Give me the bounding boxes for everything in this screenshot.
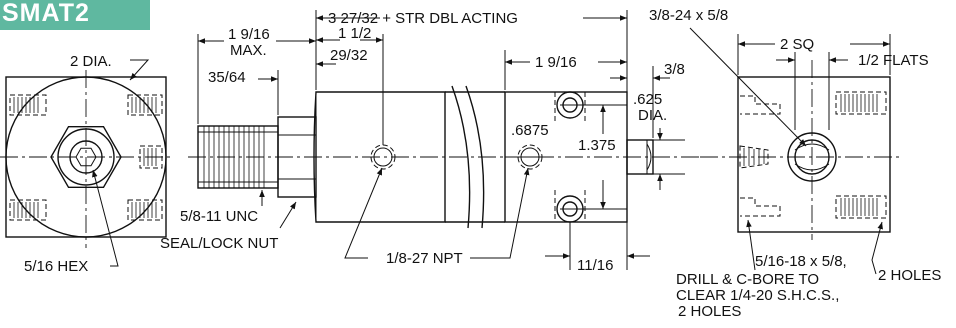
front-end-view: 2 SQ 1/2 FLATS 3/8-24 x 5/8 5/16-18 x 5/… — [649, 7, 941, 320]
rear-end-view: 2 DIA. 5/16 HEX — [0, 53, 170, 275]
model-tag-text: SMAT2 — [2, 0, 90, 27]
cbore-line-3: 2 HOLES — [678, 303, 741, 320]
flats-label: 1/2 FLATS — [858, 52, 929, 69]
front-thread-label: 3/8-24 x 5/8 — [649, 7, 728, 24]
len-1116-label: 11/16 — [577, 257, 613, 274]
hex-label: 5/16 HEX — [24, 258, 88, 275]
seal-nut-label: SEAL/LOCK NUT — [160, 235, 278, 252]
side-view: 3 27/32 + STR DBL ACTING 1 9/16 MAX. 1 1… — [160, 10, 700, 274]
overall-length-label: 3 27/32 + STR DBL ACTING — [328, 10, 518, 27]
h-6875-label: .6875 — [511, 122, 549, 139]
cbore-line-1: DRILL & C-BORE TO — [676, 271, 819, 288]
tap-holes-label: 5/16-18 x 5/8, — [755, 253, 847, 270]
square-label: 2 SQ — [780, 36, 814, 53]
cbore-line-2: CLEAR 1/4-20 S.H.C.S., — [676, 287, 839, 304]
tap-count-label: 2 HOLES — [878, 267, 941, 284]
len-2932-label: 29/32 — [330, 47, 368, 64]
body-length-label: 1 9/16 — [535, 54, 577, 71]
len-38-label: 3/8 — [664, 61, 685, 78]
cylinder-body-rear — [313, 91, 446, 223]
port-label: 1/8-27 NPT — [386, 250, 463, 267]
h-1375-label: 1.375 — [578, 137, 616, 154]
dia-625-label: .625 — [633, 91, 662, 108]
max-length-label: 1 9/16 — [228, 26, 270, 43]
dia-label: DIA. — [638, 107, 667, 124]
len-3564-label: 35/64 — [208, 69, 246, 86]
rod-thread-label: 5/8-11 UNC — [180, 208, 258, 225]
model-tag: SMAT2 — [0, 0, 150, 30]
dia-2-label: 2 DIA. — [70, 53, 112, 70]
max-label: MAX. — [230, 42, 267, 59]
len-112-label: 1 1/2 — [338, 25, 371, 42]
front-square-body — [737, 76, 891, 233]
